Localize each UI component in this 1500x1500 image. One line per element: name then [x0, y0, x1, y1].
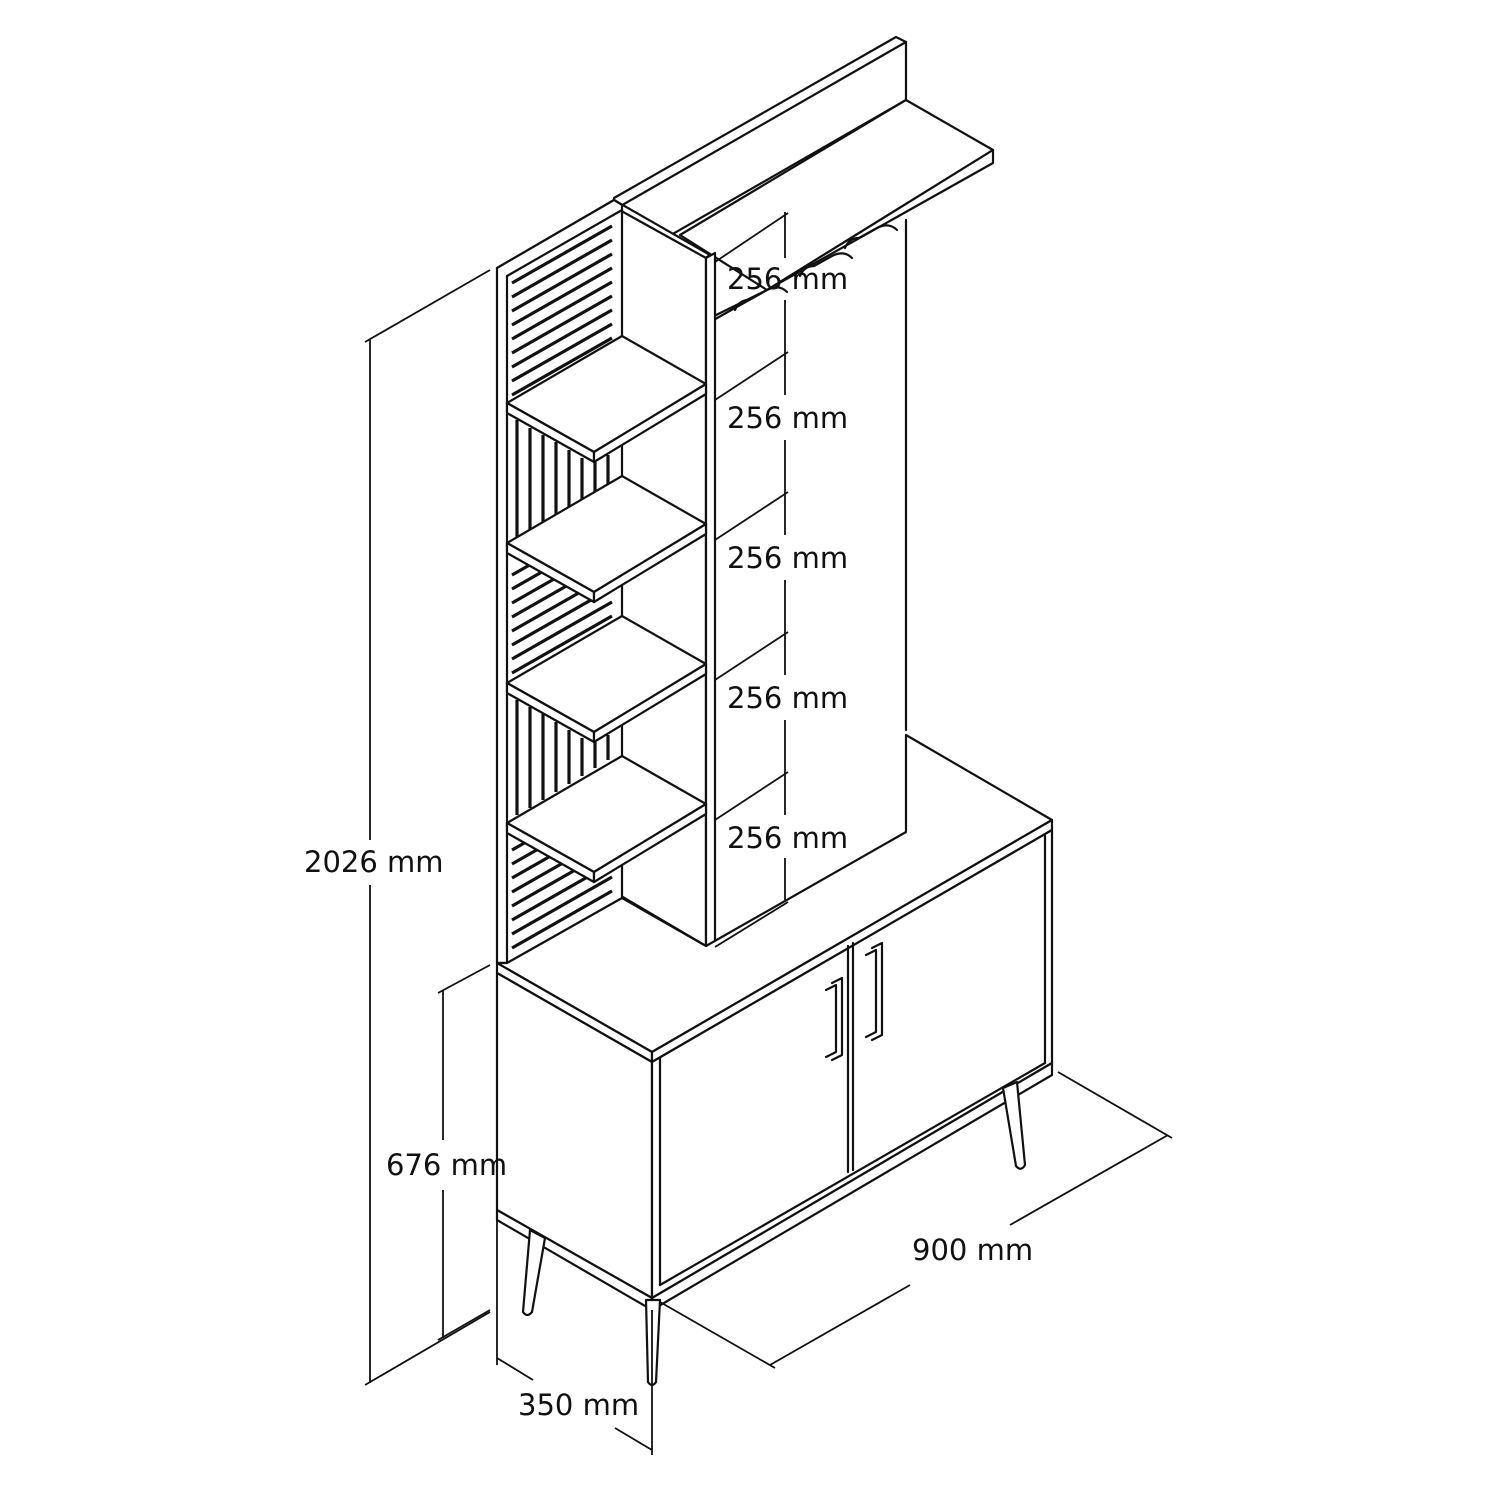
leg-front-right: [1001, 1080, 1027, 1170]
slat-panel-top: [511, 224, 613, 397]
base-cabinet: [495, 733, 1054, 1387]
door-handle-left: [824, 976, 844, 1062]
depth-label: 350 mm: [518, 1388, 639, 1422]
dimension-labels: 2026 mm 676 mm 350 mm 900 mm 256 mm 256 …: [304, 262, 1033, 1422]
dimension-lines: [364, 212, 1173, 1455]
door-handle-right: [864, 941, 884, 1042]
leg-back-left: [521, 1228, 547, 1317]
width-label: 900 mm: [912, 1233, 1033, 1267]
shelf-spacing-label-5: 256 mm: [727, 821, 848, 855]
total-height-label: 2026 mm: [304, 845, 444, 879]
shelf-spacing-label-3: 256 mm: [727, 541, 848, 575]
top-shelf-assembly: [612, 35, 995, 732]
slat-panel-vertical-1: [515, 420, 610, 540]
cabinet-height-label: 676 mm: [386, 1148, 507, 1182]
shelf-spacing-label-1: 256 mm: [727, 262, 848, 296]
shelf-tower: [495, 198, 717, 965]
shelf-1: [505, 334, 708, 464]
leg-front-left: [644, 1298, 662, 1387]
shelf-2: [505, 474, 708, 604]
slat-panel-vertical-2: [515, 700, 610, 815]
shelf-3: [505, 614, 708, 744]
shelf-spacing-label-4: 256 mm: [727, 681, 848, 715]
shelf-spacing-label-2: 256 mm: [727, 401, 848, 435]
shelf-4: [505, 754, 708, 884]
